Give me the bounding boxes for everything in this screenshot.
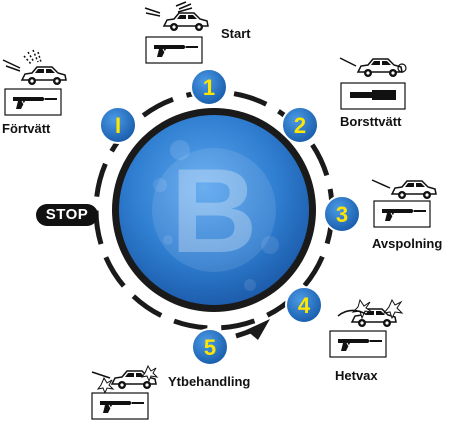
car-icon [21,66,67,86]
step-badge-2[interactable]: 2 [281,106,319,144]
car-icon [357,58,403,78]
sparkle-icon [96,376,115,395]
sparkle-icon [382,298,404,320]
step-number-3: 3 [336,202,348,227]
sparkle-icon [140,364,159,383]
step-badge-4[interactable]: 4 [285,286,323,324]
start-illustration [144,1,209,64]
step-label-fortvatt: Förtvätt [2,121,51,136]
step-number-5: 5 [204,335,216,360]
spray-gun-icon [145,36,203,64]
step-number-4: 4 [298,293,311,318]
center-letter: B [171,144,258,278]
step-label-borsttvatt: Borsttvätt [340,114,402,129]
spray-gun-icon [373,200,431,228]
step-number-pre: I [115,113,121,138]
step-number-2: 2 [294,113,306,138]
spray-gun-icon [91,392,149,420]
step-label-hetvax: Hetvax [335,368,378,383]
ytbehandling-illustration [91,364,159,420]
step-label-ytbehandling: Ytbehandling [168,374,251,389]
car-icon [391,180,437,200]
step-badge-5[interactable]: 5 [191,328,229,366]
borsttvatt-illustration [339,57,407,110]
avspolning-illustration [371,179,437,228]
step-label-avspolning: Avspolning [372,236,443,251]
brush-tool-icon [350,90,396,100]
spray-gun-icon [329,330,387,358]
stop-button[interactable]: STOP [36,204,98,226]
step-label-start: Start [221,26,251,41]
center-disc [119,115,309,305]
car-icon [163,12,209,32]
spray-lines-icon [175,1,193,13]
step-badge-1[interactable]: 1 [190,68,228,106]
step-number-1: 1 [203,75,215,100]
spray-gun-icon [4,88,62,116]
step-badge-3[interactable]: 3 [323,195,361,233]
brush-icon [397,63,407,73]
fortvatt-illustration [2,49,67,116]
hetvax-illustration [329,298,404,358]
step-badge-pre[interactable]: I [99,106,137,144]
